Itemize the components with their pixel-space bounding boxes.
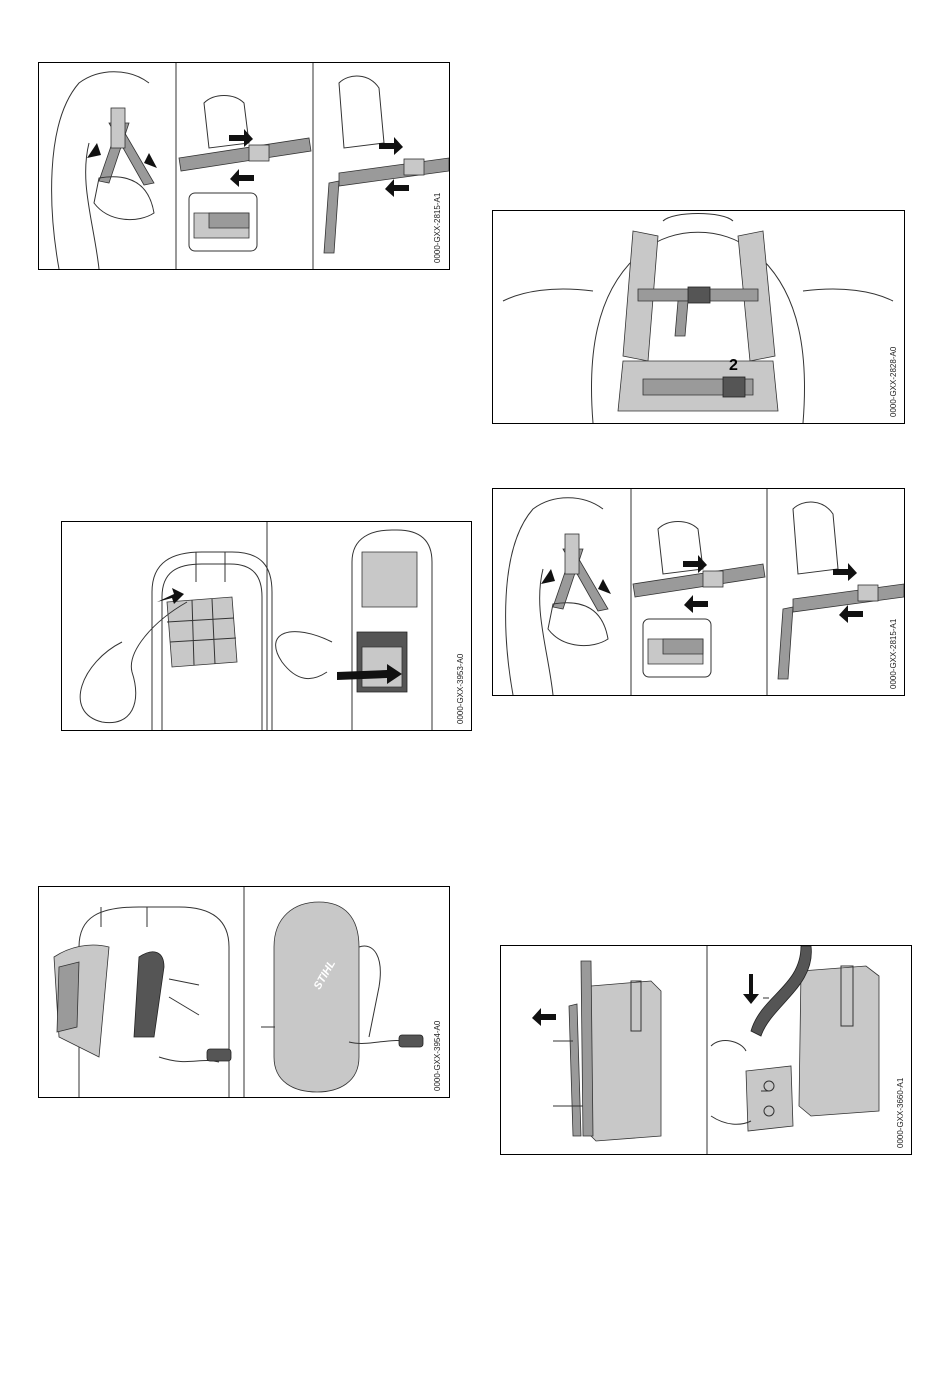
figure-harness-adjustment-right: 0000-GXX-2815-A1 bbox=[492, 488, 905, 696]
figure-belt-loop: 0000-GXX-3660-A1 bbox=[500, 945, 912, 1155]
backpack-close-illustration bbox=[39, 887, 449, 1097]
figure-battery-insert: 0000-GXX-3953-A0 bbox=[61, 521, 472, 731]
figure-backpack-close: STIHL 0000-GXX-3954-A0 bbox=[38, 886, 450, 1098]
battery-insert-illustration bbox=[62, 522, 471, 730]
figure-harness-adjustment-top: 0000-GXX-2815-A1 bbox=[38, 62, 450, 270]
figure-code: 0000-GXX-3953-A0 bbox=[456, 654, 465, 724]
figure-code: 0000-GXX-2815-A1 bbox=[889, 619, 898, 689]
belt-loop-illustration bbox=[501, 946, 911, 1154]
figure-code: 0000-GXX-3954-A0 bbox=[433, 1021, 442, 1091]
figure-code: 0000-GXX-2828-A0 bbox=[889, 347, 898, 417]
harness-adjustment-illustration-2 bbox=[493, 489, 904, 695]
figure-code: 0000-GXX-2815-A1 bbox=[433, 193, 442, 263]
harness-front-illustration bbox=[493, 211, 904, 423]
figure-code: 0000-GXX-3660-A1 bbox=[896, 1078, 905, 1148]
label-2: 2 bbox=[729, 357, 738, 375]
figure-harness-front: 2 0000-GXX-2828-A0 bbox=[492, 210, 905, 424]
harness-adjustment-illustration bbox=[39, 63, 449, 269]
